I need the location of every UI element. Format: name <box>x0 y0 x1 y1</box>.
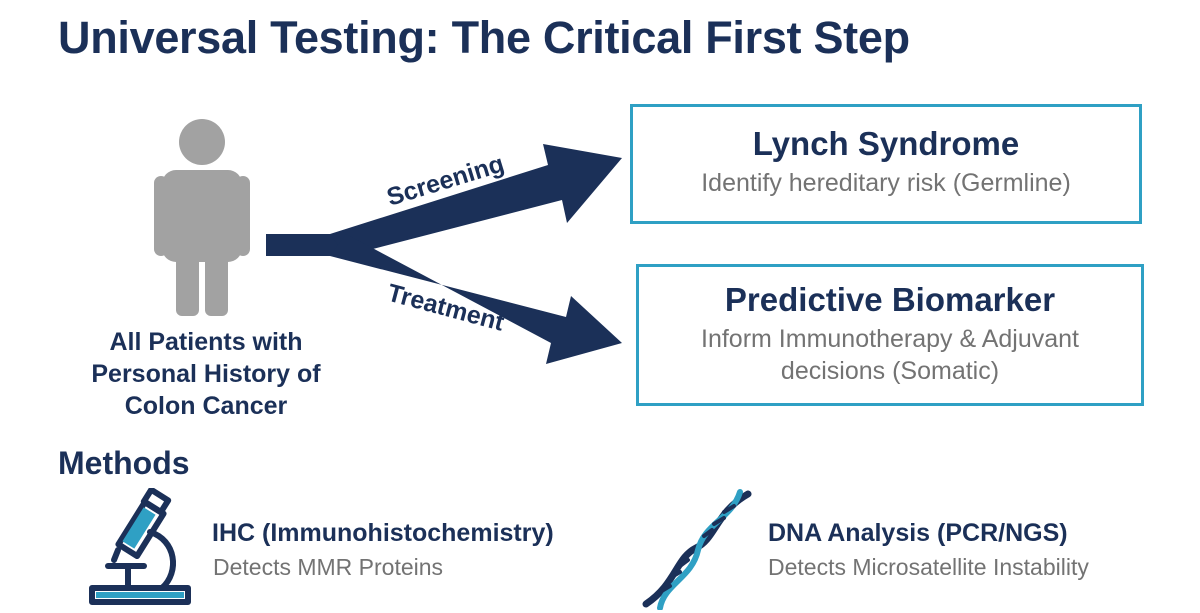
microscope-icon <box>89 488 191 605</box>
dna-method-description: Detects Microsatellite Instability <box>768 554 1089 580</box>
predictive-biomarker-box: Predictive Biomarker Inform Immunotherap… <box>636 264 1144 406</box>
lynch-syndrome-title: Lynch Syndrome <box>752 125 1020 162</box>
patients-label-line-1: All Patients with <box>109 328 303 356</box>
methods-heading: Methods <box>58 445 190 481</box>
dna-icon <box>642 489 752 610</box>
predictive-biomarker-subtitle: Inform Immunotherapy & Adjuvant decision… <box>701 325 1079 385</box>
lynch-syndrome-subtitle: Identify hereditary risk (Germline) <box>701 169 1071 197</box>
person-icon <box>154 119 250 316</box>
arrow-stem <box>266 234 346 256</box>
screening-arrow <box>330 144 622 256</box>
patients-label: All Patients with Personal History of Co… <box>62 326 350 422</box>
patients-label-line-3: Colon Cancer <box>124 392 288 420</box>
lynch-syndrome-box: Lynch Syndrome Identify hereditary risk … <box>630 104 1142 224</box>
ihc-method-description: Detects MMR Proteins <box>213 554 444 580</box>
dna-method-name: DNA Analysis (PCR/NGS) <box>768 519 1068 547</box>
treatment-arrow <box>330 234 622 364</box>
patients-label-line-2: Personal History of <box>91 360 321 388</box>
treatment-label: Treatment <box>384 279 507 337</box>
ihc-method-name: IHC (Immunohistochemistry) <box>212 519 554 547</box>
page-title: Universal Testing: The Critical First St… <box>58 12 910 63</box>
predictive-biomarker-title: Predictive Biomarker <box>724 281 1056 318</box>
